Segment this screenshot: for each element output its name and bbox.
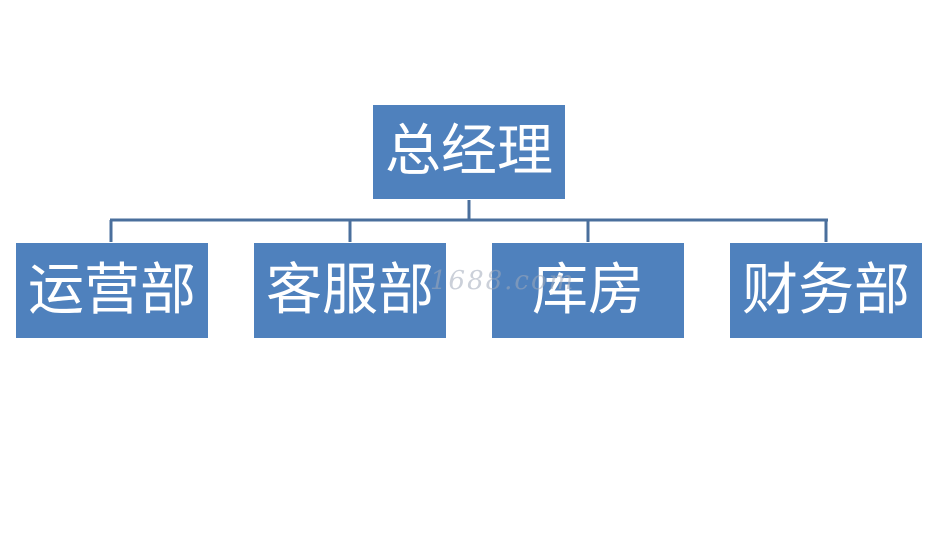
root-node-general-manager: 总经理 bbox=[372, 104, 566, 200]
child-node-warehouse: 库房 bbox=[491, 242, 685, 339]
child-node-finance: 财务部 bbox=[729, 242, 923, 339]
child-node-customer-service: 客服部 bbox=[253, 242, 447, 339]
child-node-operations: 运营部 bbox=[15, 242, 209, 339]
